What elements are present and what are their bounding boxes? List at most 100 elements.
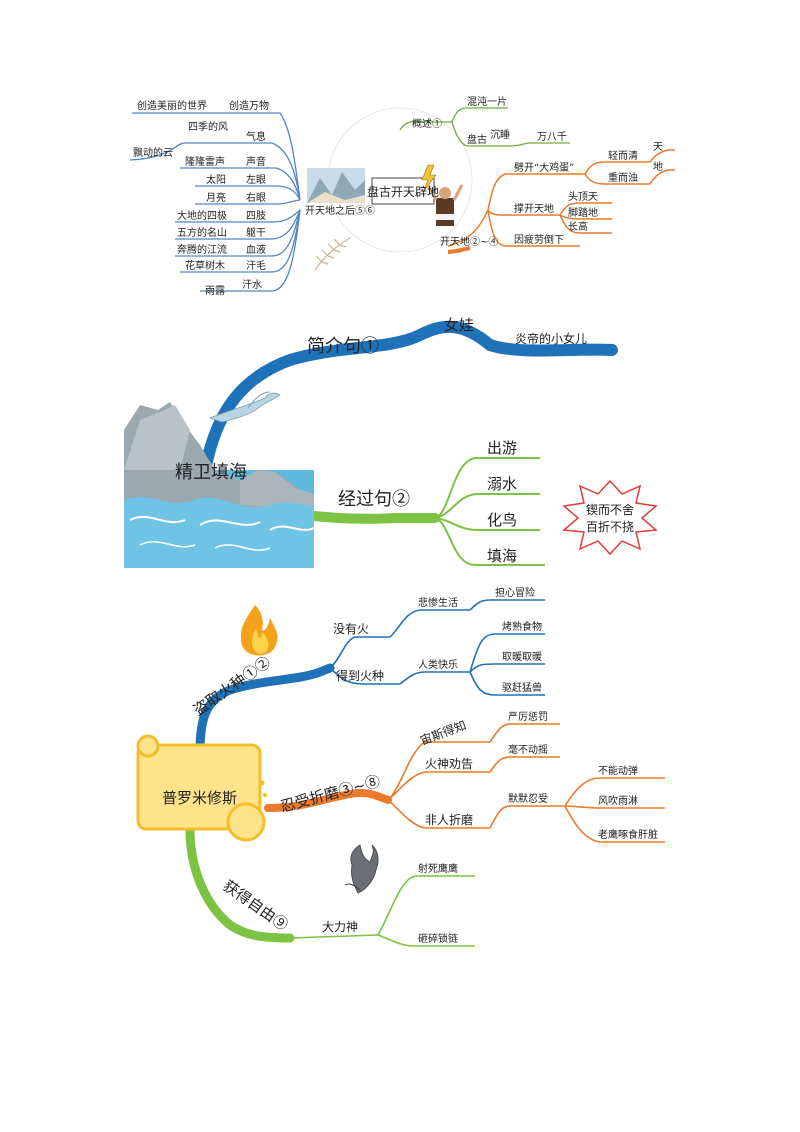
prometheus-hardship-2: 老鹰啄食肝脏 bbox=[598, 828, 658, 841]
prometheus-mindmap: 普罗米修斯 盗取火种①② 没有火 悲惨生活 担心冒险 得到火种 人类快乐 烤熟食… bbox=[136, 586, 665, 947]
pangu-overview-label: 概述① bbox=[412, 117, 442, 130]
jingwei-process-label: 经过句② bbox=[338, 489, 410, 510]
pangu-part-3: 声音 bbox=[246, 155, 266, 168]
jingwei-sea-picture bbox=[124, 402, 315, 568]
prometheus-suffer-branch bbox=[264, 788, 392, 812]
pangu-part-5: 右眼 bbox=[246, 191, 266, 204]
prometheus-hercules: 大力神 bbox=[322, 920, 358, 934]
pangu-light: 轻而清 bbox=[608, 149, 638, 162]
pangu-becomes-7: 五方的名山 bbox=[177, 226, 227, 239]
pangu-overview-connectors bbox=[399, 107, 570, 147]
jingwei-intro-underline bbox=[299, 335, 421, 357]
pangu-open-stem bbox=[447, 246, 471, 254]
prometheus-punish: 严厉惩罚 bbox=[508, 710, 548, 723]
jingwei-detail: 炎帝的小女儿 bbox=[515, 331, 587, 346]
pangu-heavy: 重而浊 bbox=[608, 171, 638, 184]
pangu-chaos: 混沌一片 bbox=[467, 95, 507, 108]
prometheus-nofire: 没有火 bbox=[333, 621, 369, 636]
pangu-becomes-2: 飘动的云 bbox=[133, 146, 173, 159]
prometheus-benefit-2: 驱赶猛兽 bbox=[502, 681, 542, 694]
pangu-center-label: 盘古开天辟地 bbox=[367, 184, 439, 199]
pangu-part-8: 血液 bbox=[246, 243, 266, 256]
pangu-years: 万八千 bbox=[537, 131, 567, 143]
pangu-part-7: 躯干 bbox=[246, 226, 266, 239]
jingwei-mindmap: 精卫填海 简介句① 女娃 炎帝的小女儿 经过句② 出游 溺水 化鸟 填海 锲而不… bbox=[124, 316, 658, 568]
jingwei-detail-underline bbox=[499, 347, 613, 351]
prometheus-miserable: 悲惨生活 bbox=[418, 596, 458, 609]
prometheus-steal-connectors bbox=[329, 599, 545, 696]
prometheus-benefit-1: 取暖取暖 bbox=[502, 650, 542, 663]
prometheus-freedom-connectors bbox=[289, 875, 475, 947]
pangu-fall: 因疲劳倒下 bbox=[514, 233, 564, 246]
jingwei-spirit-starburst bbox=[562, 479, 658, 556]
pangu-becomes-8: 奔腾的江流 bbox=[177, 243, 227, 256]
pangu-feet: 脚踏地 bbox=[568, 206, 598, 219]
jingwei-step-2: 化鸟 bbox=[487, 511, 517, 529]
pangu-becomes-1: 四季的风 bbox=[188, 120, 228, 133]
prometheus-hardship-0: 不能动弹 bbox=[598, 764, 638, 777]
pangu-figure-icon bbox=[426, 184, 464, 226]
pangu-becomes-9: 花草树木 bbox=[185, 259, 225, 272]
pangu-split: 劈开“大鸡蛋” bbox=[514, 161, 574, 174]
pangu-becomes-4: 太阳 bbox=[206, 173, 226, 186]
pangu-becomes-0: 创造美丽的世界 bbox=[137, 99, 207, 112]
pangu-open-connectors bbox=[447, 149, 675, 247]
pangu-after-label: 开天地之后⑤⑥ bbox=[305, 204, 375, 217]
jingwei-center-label: 精卫填海 bbox=[175, 462, 247, 483]
prometheus-shoot: 射死鹰鹰 bbox=[418, 862, 458, 875]
pangu-part-6: 四肢 bbox=[246, 209, 266, 222]
prometheus-center-box bbox=[136, 734, 267, 842]
fire-icon bbox=[240, 605, 278, 656]
prometheus-happy: 人类快乐 bbox=[418, 658, 458, 671]
prometheus-gotfire: 得到火种 bbox=[336, 668, 384, 683]
pangu-becomes-6: 大地的四极 bbox=[177, 209, 227, 222]
prometheus-center-label: 普罗米修斯 bbox=[162, 789, 237, 807]
pangu-part-9: 汗毛 bbox=[246, 259, 266, 272]
prometheus-zeus: 宙斯得知 bbox=[418, 717, 468, 748]
pangu-part-10: 汗水 bbox=[242, 278, 262, 291]
pangu-part-4: 左眼 bbox=[246, 173, 266, 186]
lightning-icon bbox=[421, 164, 437, 193]
pangu-mindmap: 盘古开天辟地 开天地之后⑤⑥ 创造万物 气息 声音 左眼 右眼 四肢 躯干 血液… bbox=[129, 95, 675, 297]
pangu-grow: 长高 bbox=[568, 220, 588, 233]
pangu-landscape-icon bbox=[307, 168, 365, 203]
prometheus-vulcan: 火神劝告 bbox=[425, 756, 473, 771]
jingwei-name: 女娃 bbox=[444, 316, 474, 334]
prometheus-steal-branch bbox=[195, 663, 335, 757]
prometheus-firm: 毫不动摇 bbox=[508, 743, 548, 756]
eagle-icon bbox=[344, 844, 379, 894]
prometheus-freedom-branch bbox=[185, 825, 295, 943]
pangu-becomes-5: 月亮 bbox=[206, 191, 226, 204]
jingwei-step-3: 填海 bbox=[487, 547, 517, 565]
prometheus-hardship-1: 风吹雨淋 bbox=[598, 794, 638, 807]
jingwei-step-connectors bbox=[434, 457, 545, 566]
prometheus-benefit-0: 烤熟食物 bbox=[502, 620, 542, 633]
prometheus-suffer-connectors bbox=[387, 723, 665, 843]
pangu-support: 撑开天地 bbox=[514, 202, 554, 215]
jingwei-spirit-1: 百折不挠 bbox=[586, 519, 634, 534]
jingwei-step-0: 出游 bbox=[487, 439, 517, 457]
pangu-becomes-3: 隆隆雷声 bbox=[185, 155, 225, 168]
pangu-sleep: 沉睡 bbox=[490, 128, 510, 141]
pangu-earth: 地 bbox=[653, 160, 663, 173]
pangu-center-box bbox=[371, 177, 435, 205]
jingwei-spirit-0: 锲而不舍 bbox=[586, 502, 634, 517]
prometheus-endure: 默默忍受 bbox=[508, 793, 548, 805]
jingwei-intro-label: 简介句① bbox=[307, 336, 379, 357]
pangu-becomes-10: 雨露 bbox=[205, 285, 225, 297]
bird-icon bbox=[208, 391, 281, 423]
prometheus-chains: 砸碎锁链 bbox=[418, 932, 458, 945]
pangu-part-0: 创造万物 bbox=[229, 99, 269, 112]
pangu-after-connectors bbox=[129, 112, 301, 292]
pangu-part-1: 气息 bbox=[246, 130, 266, 143]
jingwei-process-branch bbox=[300, 510, 440, 524]
prometheus-danger: 担心冒险 bbox=[495, 586, 535, 599]
wheat-decoration-icon bbox=[314, 237, 351, 271]
jingwei-step-1: 溺水 bbox=[487, 475, 517, 493]
pangu-pangu: 盘古 bbox=[467, 133, 487, 146]
prometheus-torture: 非人折磨 bbox=[425, 812, 473, 827]
pangu-sky: 天 bbox=[653, 142, 663, 153]
pangu-open-label: 开天地②~④ bbox=[440, 235, 498, 248]
pangu-head: 头顶天 bbox=[568, 191, 598, 203]
